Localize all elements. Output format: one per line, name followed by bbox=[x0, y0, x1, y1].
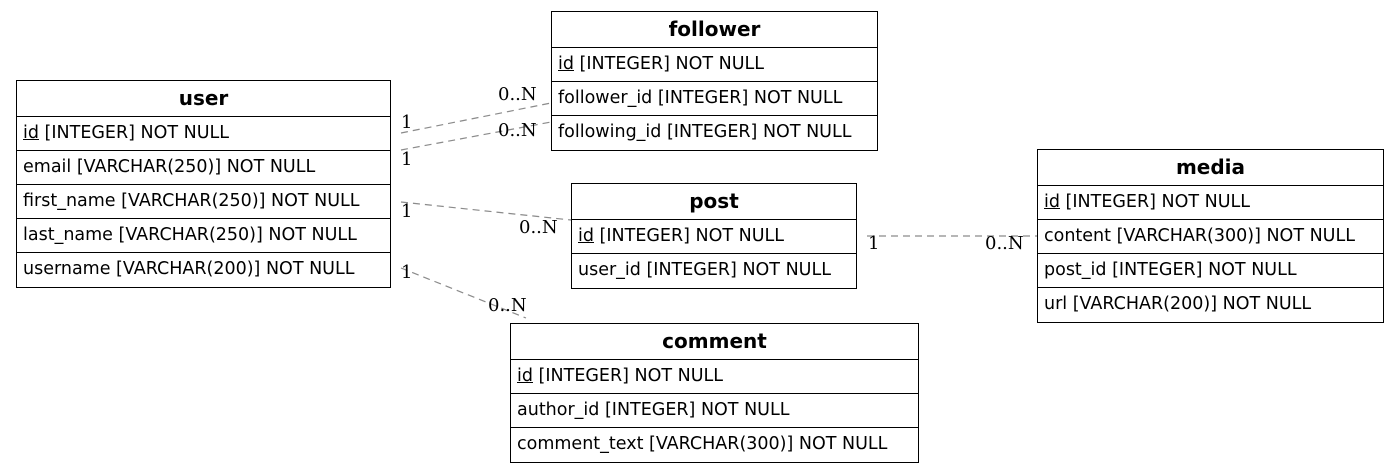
field-row-pk: id [INTEGER] NOT NULL bbox=[552, 48, 877, 82]
field-type: [INTEGER] NOT NULL bbox=[573, 54, 765, 74]
field-row: follower_id [INTEGER] NOT NULL bbox=[552, 82, 877, 116]
primary-key: id bbox=[558, 54, 574, 74]
card-user-follower-1-src: 1 bbox=[401, 112, 413, 133]
entity-comment[interactable]: comment id [INTEGER] NOT NULL author_id … bbox=[510, 323, 919, 463]
field-row: post_id [INTEGER] NOT NULL bbox=[1038, 254, 1383, 288]
card-post-media-src: 1 bbox=[868, 233, 880, 254]
primary-key: id bbox=[517, 366, 533, 386]
field-row: comment_text [VARCHAR(300)] NOT NULL bbox=[517, 434, 888, 454]
card-user-follower-2-dst: 0..N bbox=[498, 120, 537, 141]
field-type: [INTEGER] NOT NULL bbox=[532, 366, 724, 386]
primary-key: id bbox=[1044, 192, 1060, 212]
field-type: [INTEGER] NOT NULL bbox=[1059, 192, 1251, 212]
card-user-follower-1-dst: 0..N bbox=[498, 84, 537, 105]
field-row-pk: id [INTEGER] NOT NULL bbox=[1038, 186, 1383, 220]
edge-user-post bbox=[400, 201, 572, 221]
field-row: username [VARCHAR(200)] NOT NULL bbox=[23, 259, 355, 279]
field-row: author_id [INTEGER] NOT NULL bbox=[511, 394, 918, 428]
primary-key: id bbox=[578, 226, 594, 246]
card-user-comment-dst: 0..N bbox=[488, 295, 527, 316]
entity-media[interactable]: media id [INTEGER] NOT NULL content [VAR… bbox=[1037, 149, 1384, 323]
card-post-media-dst: 0..N bbox=[985, 233, 1024, 254]
card-user-post-dst: 0..N bbox=[519, 217, 558, 238]
card-user-follower-2-src: 1 bbox=[401, 149, 413, 170]
entity-title: comment bbox=[511, 324, 918, 360]
field-row-pk: id [INTEGER] NOT NULL bbox=[17, 117, 390, 151]
edge-user-follower-2 bbox=[400, 121, 552, 151]
entity-title: follower bbox=[552, 12, 877, 48]
entity-follower[interactable]: follower id [INTEGER] NOT NULL follower_… bbox=[551, 11, 878, 151]
field-row: content [VARCHAR(300)] NOT NULL bbox=[1038, 220, 1383, 254]
entity-post[interactable]: post id [INTEGER] NOT NULL user_id [INTE… bbox=[571, 183, 857, 289]
entity-title: media bbox=[1038, 150, 1383, 186]
entity-user[interactable]: user id [INTEGER] NOT NULL email [VARCHA… bbox=[16, 80, 391, 288]
card-user-post-src: 1 bbox=[401, 201, 413, 222]
field-row: email [VARCHAR(250)] NOT NULL bbox=[17, 151, 390, 185]
entity-title: post bbox=[572, 184, 856, 220]
field-row-pk: id [INTEGER] NOT NULL bbox=[572, 220, 856, 254]
primary-key: id bbox=[23, 123, 39, 143]
field-row: first_name [VARCHAR(250)] NOT NULL bbox=[17, 185, 390, 219]
field-type: [INTEGER] NOT NULL bbox=[593, 226, 785, 246]
edge-user-follower-1 bbox=[400, 102, 552, 134]
field-row: url [VARCHAR(200)] NOT NULL bbox=[1044, 294, 1312, 314]
field-row: following_id [INTEGER] NOT NULL bbox=[558, 122, 852, 142]
field-type: [INTEGER] NOT NULL bbox=[38, 123, 230, 143]
card-user-comment-src: 1 bbox=[401, 262, 413, 283]
entity-title: user bbox=[17, 81, 390, 117]
field-row: last_name [VARCHAR(250)] NOT NULL bbox=[17, 219, 390, 253]
edge-user-comment bbox=[400, 267, 527, 319]
field-row: user_id [INTEGER] NOT NULL bbox=[578, 260, 831, 280]
field-row-pk: id [INTEGER] NOT NULL bbox=[511, 360, 918, 394]
